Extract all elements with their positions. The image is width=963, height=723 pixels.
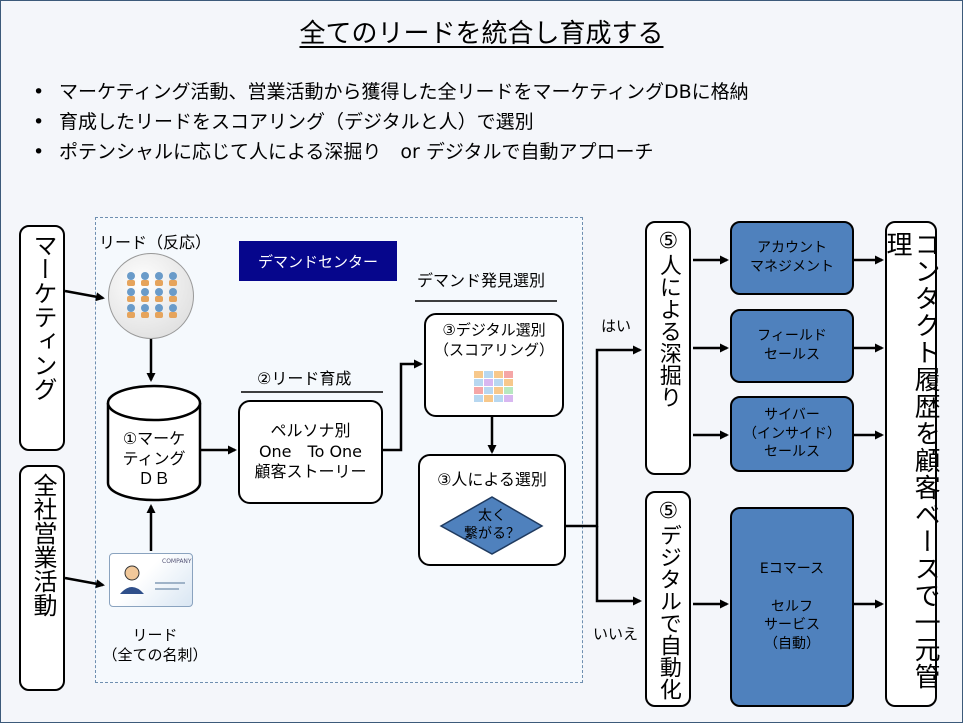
demand-center-badge: デマンドセンター <box>239 241 397 281</box>
human-path-label: ⑤人による深掘り <box>655 229 681 408</box>
branch-yes-label: はい <box>601 317 632 335</box>
bullet-dot: • <box>33 111 45 133</box>
bullet-text: 育成したリードをスコアリング（デジタルと人）で選別 <box>59 111 534 133</box>
bullet-item: • ポテンシャルに応じて人による深掘り or デジタルで自動アプローチ <box>33 137 654 164</box>
bullet-dot: • <box>33 81 45 103</box>
card-company-text: COMPANY <box>162 558 192 565</box>
business-card-icon: COMPANY <box>109 553 193 607</box>
database-icon <box>106 384 202 502</box>
nurture-label: ②リード育成 <box>257 369 352 388</box>
digital-selection-box: ③デジタル選別 （スコアリング） <box>424 313 564 417</box>
slide-title: 全てのリードを統合し育成する <box>299 19 664 49</box>
bullet-item: • マーケティング活動、営業活動から獲得した全リードをマーケティングDBに格納 <box>33 77 749 104</box>
people-grid-icon <box>127 272 177 318</box>
marketing-source-label: マーケティング <box>28 233 57 401</box>
bullet-text: マーケティング活動、営業活動から獲得した全リードをマーケティングDBに格納 <box>59 81 749 103</box>
human-selection-label: ③人による選別 <box>437 470 547 489</box>
bullet-text: ポテンシャルに応じて人による深掘り or デジタルで自動アプローチ <box>59 141 654 163</box>
channel-ecommerce: Eコマース セルフ サービス （自動） <box>730 507 854 707</box>
arrow-sales-to-cards <box>64 576 105 589</box>
bullet-item: • 育成したリードをスコアリング（デジタルと人）で選別 <box>33 107 534 134</box>
person-icon <box>120 565 185 594</box>
digital-selection-label: ③デジタル選別 （スコアリング） <box>433 321 554 359</box>
channel-account-management: アカウント マネジメント <box>730 221 854 295</box>
digital-path-panel: ⑤デジタルで自動化 <box>645 491 691 707</box>
marketing-source-panel: マーケティング <box>19 225 65 451</box>
leads-cards-label: リード （全ての名刺） <box>102 626 208 665</box>
digital-path-label: ⑤デジタルで自動化 <box>655 499 681 700</box>
decision-label: 太く 繋がる？ <box>464 508 520 542</box>
bullet-dot: • <box>33 141 45 163</box>
marketing-db-cylinder: ①マーケ ティング ＤＢ <box>106 383 202 503</box>
scoring-grid-icon <box>474 371 513 402</box>
leads-crowd-icon <box>108 253 194 339</box>
human-path-panel: ⑤人による深掘り <box>645 221 691 475</box>
sales-source-label: 全社営業活動 <box>28 473 57 617</box>
contact-history-panel: コンタクト履歴を顧客ベースで一元管理 <box>882 221 941 707</box>
arrow-nurture-to-digital <box>382 359 423 452</box>
branch-no-label: いいえ <box>593 625 639 643</box>
leads-response-label: リード（反応） <box>99 233 212 252</box>
marketing-db-label: ①マーケ ティング ＤＢ <box>122 429 186 488</box>
contact-history-label: コンタクト履歴を顧客ベースで一元管理 <box>882 231 941 690</box>
discovery-label: デマンド発見選別 <box>417 271 546 290</box>
arrow-no <box>595 526 642 606</box>
nurture-box: ペルソナ別 One To One 顧客ストーリー <box>238 400 383 504</box>
sales-source-panel: 全社営業活動 <box>19 465 65 691</box>
channel-field-sales: フィールド セールス <box>730 309 854 383</box>
channel-cyber-sales: サイバー （インサイド） セールス <box>730 396 854 472</box>
arrow-marketing-to-leads <box>64 289 105 302</box>
arrow-yes <box>542 345 642 528</box>
